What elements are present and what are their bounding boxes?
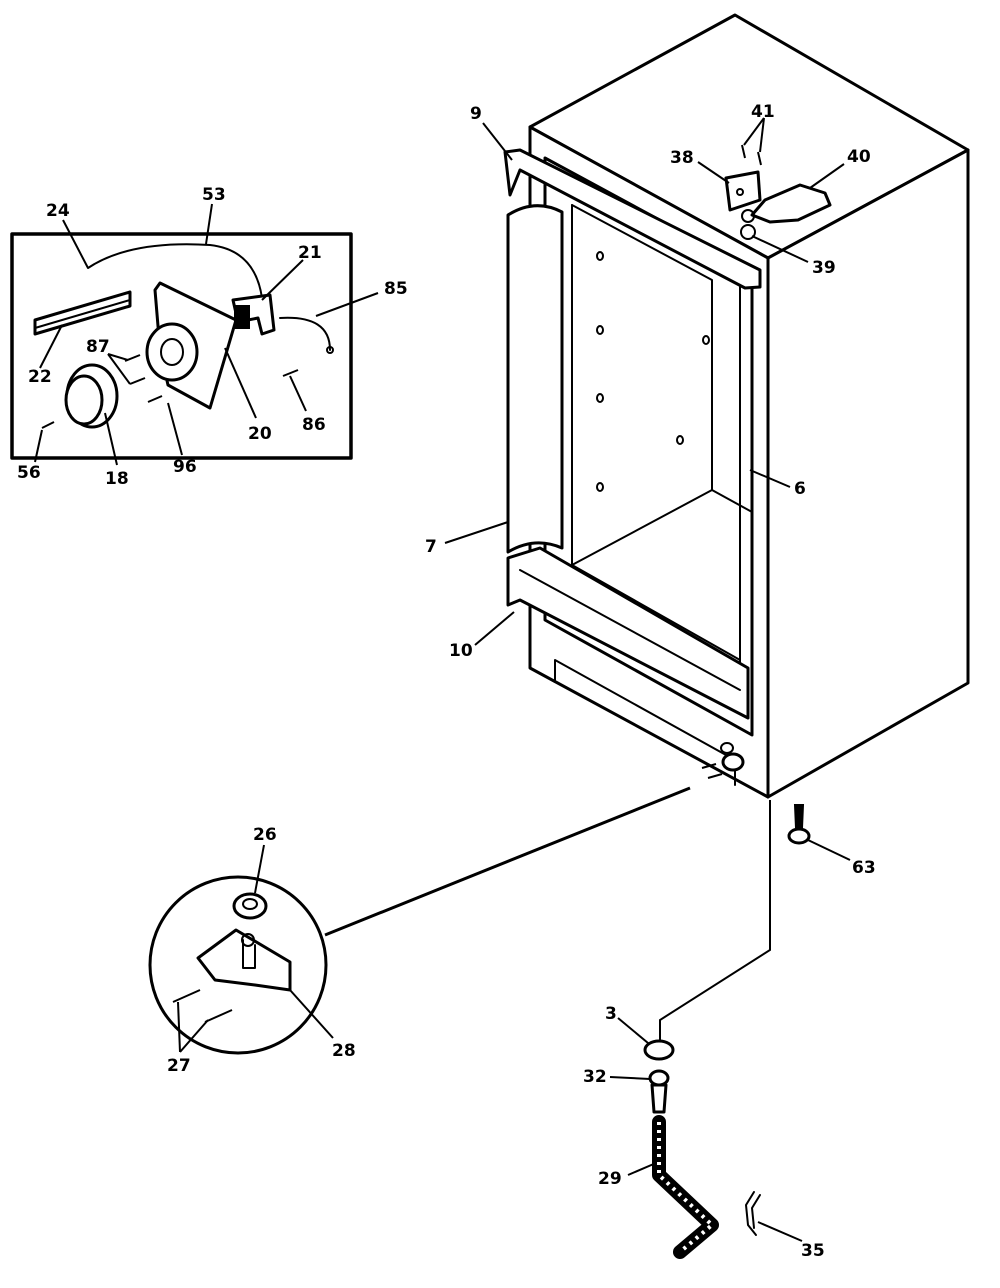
callout-3: 3: [605, 1004, 617, 1024]
capillary-tube: [87, 243, 263, 299]
bottom-hinge-on-cabinet: [701, 742, 745, 779]
callout-96: 96: [173, 457, 197, 477]
leveler-nut: [648, 1069, 670, 1087]
leveler-assembly: [643, 800, 771, 1259]
callout-6: 6: [794, 479, 806, 499]
callout-87: 87: [86, 337, 110, 357]
leader-lines: [34, 117, 851, 1242]
callout-27: 27: [167, 1056, 191, 1076]
callout-10: 10: [449, 641, 473, 661]
hinge-plate: [750, 183, 832, 224]
detail-link-line: [324, 786, 691, 937]
callout-86: 86: [302, 415, 326, 435]
callout-40: 40: [847, 147, 871, 167]
callout-39: 39: [812, 258, 836, 278]
hinge-bushing: [232, 892, 268, 920]
breaker-strip-left: [506, 204, 564, 554]
callout-22: 22: [28, 367, 52, 387]
cabinet-side: [766, 148, 970, 799]
callout-26: 26: [253, 825, 277, 845]
wrench-clip: [745, 1191, 761, 1236]
callout-18: 18: [105, 469, 129, 489]
callout-28: 28: [332, 1041, 356, 1061]
cabinet-liner-back: [571, 204, 713, 566]
leveler-assembly-line: [659, 800, 771, 1042]
callout-63: 63: [852, 858, 876, 878]
callout-labels: 9 41 38 40 39 24 53 21 85 22 87 20 86 56…: [17, 102, 876, 1261]
callout-41: 41: [751, 102, 775, 122]
leveling-leg: [787, 804, 811, 845]
callout-35: 35: [801, 1241, 825, 1261]
top-hinge-assembly: [724, 144, 832, 240]
hinge-detail-circle: [148, 875, 328, 1055]
leveler-cap: [643, 1039, 675, 1061]
thermostat-body: [145, 322, 199, 382]
control-inset-frame: [10, 232, 353, 460]
breaker-strip-top: [503, 148, 762, 290]
callout-32: 32: [583, 1067, 607, 1087]
callout-38: 38: [670, 148, 694, 168]
control-inset: [10, 232, 353, 460]
breaker-strip-bottom: [506, 546, 750, 720]
callout-7: 7: [425, 537, 437, 557]
hinge-detail: [148, 786, 691, 1055]
callout-53: 53: [202, 185, 226, 205]
callout-9: 9: [470, 104, 482, 124]
callout-85: 85: [384, 279, 408, 299]
callout-56: 56: [17, 463, 41, 483]
callout-21: 21: [298, 243, 322, 263]
callout-24: 24: [46, 201, 70, 221]
shelf-pegs: [596, 251, 710, 492]
callout-20: 20: [248, 424, 272, 444]
callout-29: 29: [598, 1169, 622, 1189]
